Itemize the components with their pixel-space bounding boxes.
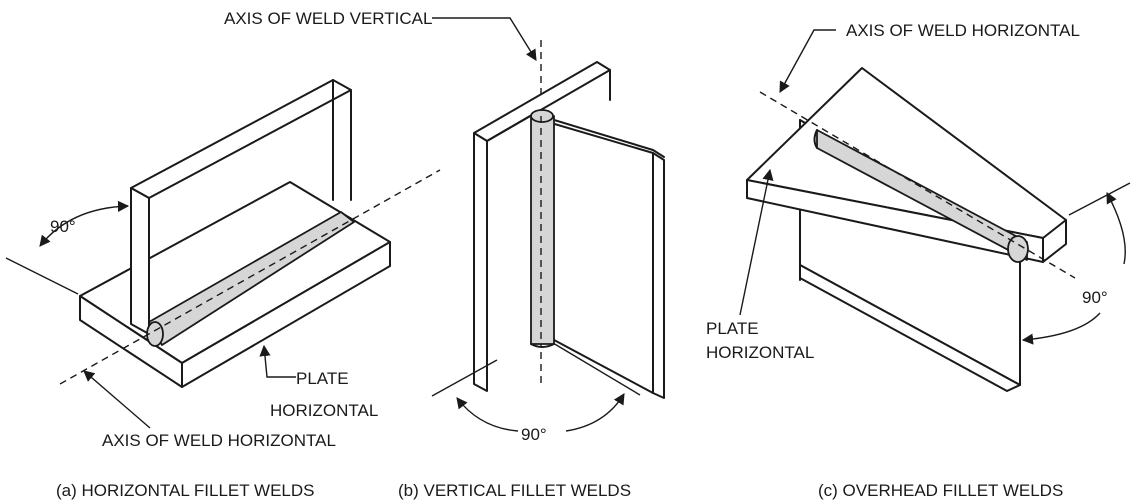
caption: (c) OVERHEAD FILLET WELDS (818, 481, 1063, 500)
angle-label: 90° (1082, 288, 1108, 307)
weld-bead (146, 211, 355, 347)
axis-leader (432, 17, 537, 61)
axis-label: AXIS OF WELD HORIZONTAL (102, 431, 336, 450)
panel-c-overhead-fillet: AXIS OF WELD HORIZONTAL PLATE HORIZONTAL… (706, 21, 1131, 500)
axis-leader (779, 29, 836, 93)
angle-label: 90° (50, 217, 76, 236)
plate-leader (739, 168, 774, 316)
angle-dimension (431, 342, 641, 432)
top-plate (746, 67, 1067, 263)
plate-leader (259, 344, 296, 378)
plate-label-line1: PLATE (706, 319, 759, 338)
web-plate (540, 115, 665, 399)
weld-axis-line (59, 169, 441, 385)
plate-label-line2: HORIZONTAL (270, 401, 378, 420)
axis-label: AXIS OF WELD HORIZONTAL (846, 21, 1080, 40)
panel-b-vertical-fillet: AXIS OF WELD VERTICAL 90° (b) VERTICAL F… (224, 9, 665, 500)
angle-dimension (5, 200, 130, 295)
panel-a-horizontal-fillet: 90° PLATE HORIZONTAL AXIS OF WELD HORIZO… (5, 79, 441, 500)
plate-label-line2: HORIZONTAL (706, 343, 814, 362)
caption: (a) HORIZONTAL FILLET WELDS (56, 481, 315, 500)
axis-label: AXIS OF WELD VERTICAL (224, 9, 432, 28)
axis-leader (83, 370, 151, 429)
weld-bead (530, 109, 555, 348)
weld-bead (813, 129, 1029, 263)
angle-label: 90° (521, 425, 547, 444)
angle-dimension (1021, 182, 1131, 345)
back-plate (473, 61, 611, 392)
plate-label-line1: PLATE (296, 369, 349, 388)
weld-axis-line (759, 91, 1076, 279)
caption: (b) VERTICAL FILLET WELDS (398, 481, 631, 500)
